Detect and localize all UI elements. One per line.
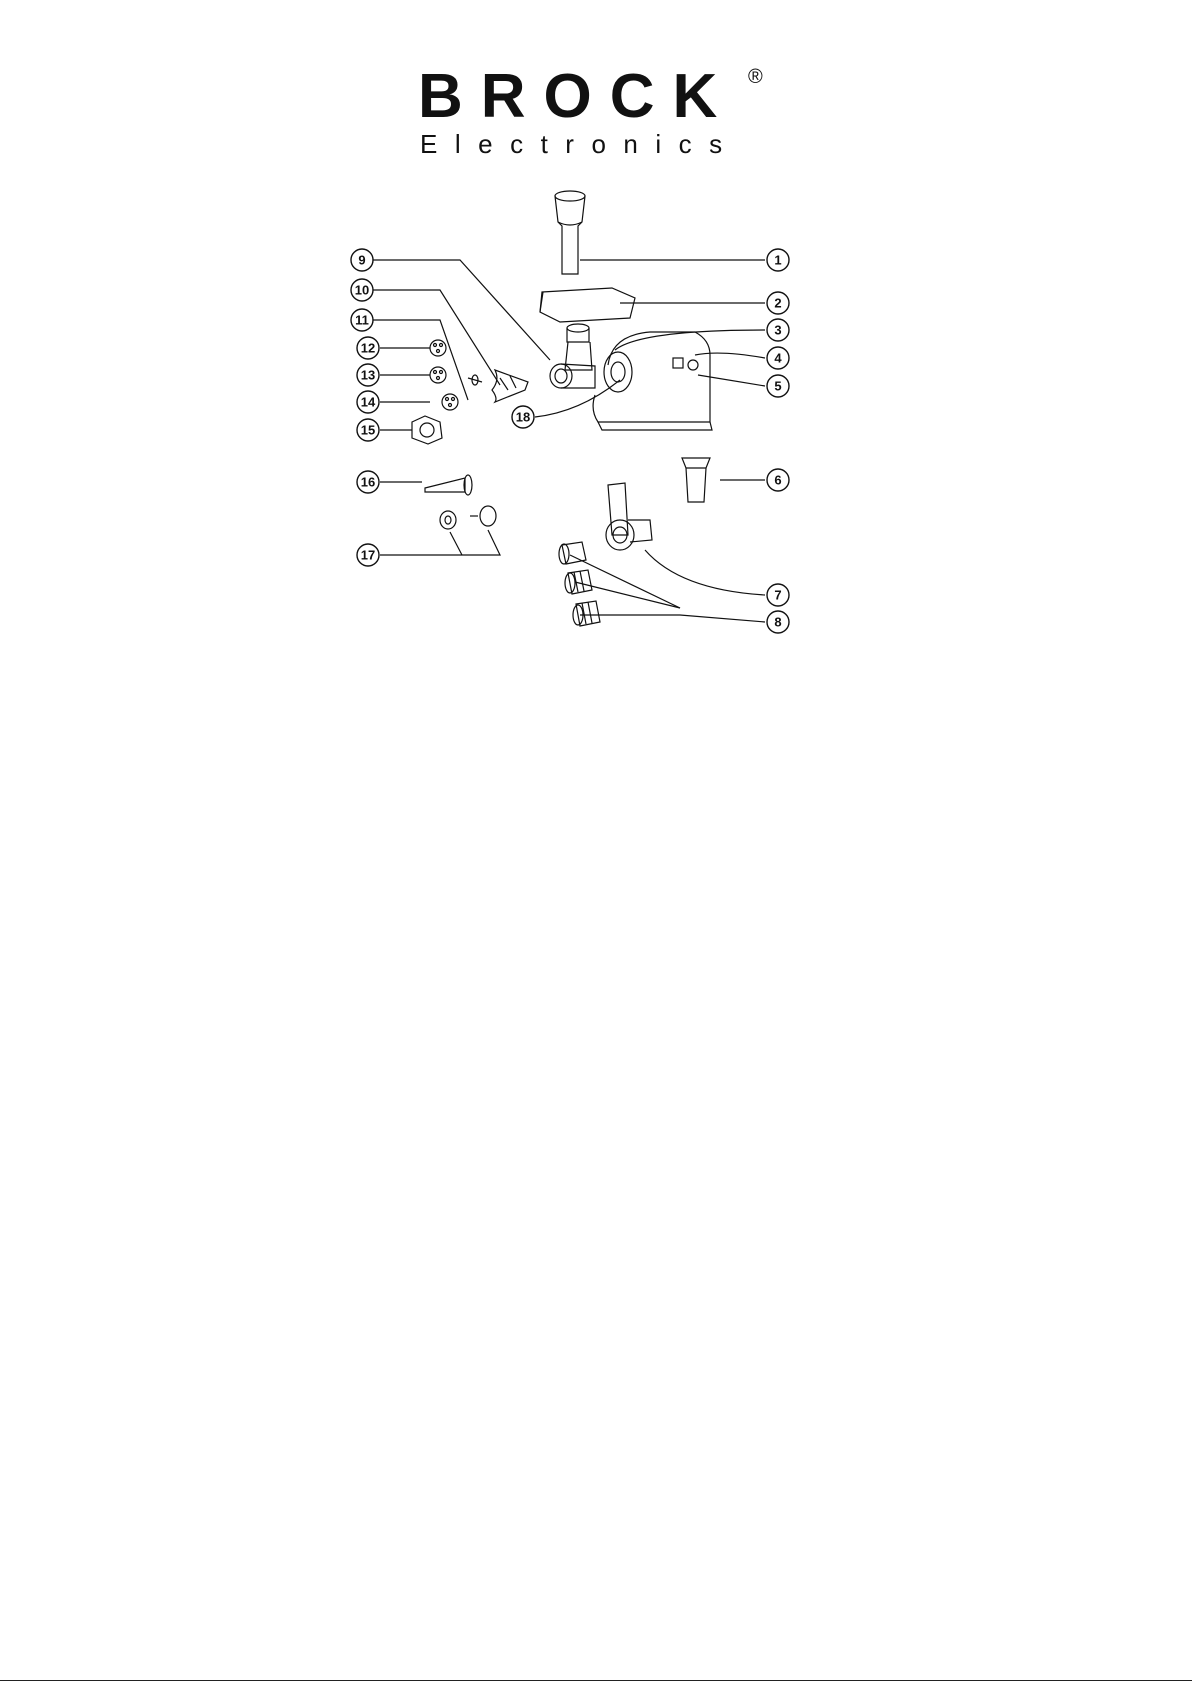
callout-label-11: 11 xyxy=(355,313,369,328)
callout-label-1: 1 xyxy=(774,253,781,268)
callout-label-10: 10 xyxy=(355,283,369,298)
callout-label-16: 16 xyxy=(361,475,375,490)
parts-diagram: 1 2 3 4 5 6 7 8 9 10 11 12 13 14 15 16 1… xyxy=(350,190,880,680)
callout-label-3: 3 xyxy=(774,323,781,338)
callout-label-12: 12 xyxy=(361,341,375,356)
slicing-drums-drawing xyxy=(559,542,600,626)
kebbe-attachment-drawing xyxy=(440,506,496,529)
locking-ring-drawing xyxy=(412,416,442,444)
callout-label-4: 4 xyxy=(774,351,782,366)
callout-label-8: 8 xyxy=(774,615,781,630)
leader-11 xyxy=(370,320,468,400)
page-bottom-rule xyxy=(0,1680,1192,1681)
callout-label-7: 7 xyxy=(774,588,781,603)
callout-label-6: 6 xyxy=(774,473,781,488)
tray-drawing xyxy=(540,288,635,322)
motor-body-drawing xyxy=(593,332,712,430)
leader-3 xyxy=(615,330,765,350)
logo-subtitle: Electronics xyxy=(420,130,740,158)
sausage-tube-drawing xyxy=(425,475,472,495)
slicer-pusher-drawing xyxy=(682,458,710,502)
leader-5 xyxy=(698,375,765,386)
callout-label-17: 17 xyxy=(361,548,375,563)
callout-label-14: 14 xyxy=(361,395,376,410)
leader-17 xyxy=(380,530,500,555)
leader-8a xyxy=(570,555,680,608)
callout-label-2: 2 xyxy=(774,296,781,311)
callout-label-18: 18 xyxy=(516,410,530,425)
slicer-head-drawing xyxy=(606,483,652,550)
logo-brand: BROCK xyxy=(418,66,735,128)
leader-8c xyxy=(580,615,765,622)
callout-label-15: 15 xyxy=(361,423,375,438)
cutting-plates-drawing xyxy=(430,340,458,410)
leader-9 xyxy=(370,260,550,360)
callout-label-5: 5 xyxy=(774,379,781,394)
leader-4 xyxy=(695,353,765,358)
callout-label-9: 9 xyxy=(358,253,365,268)
grinder-head-drawing xyxy=(550,324,595,388)
pusher-drawing xyxy=(555,191,585,274)
callout-label-13: 13 xyxy=(361,368,375,383)
auger-drawing xyxy=(468,370,528,402)
brock-logo: BROCK ® Electronics xyxy=(418,66,778,158)
logo-registered-mark: ® xyxy=(748,66,763,89)
leader-7 xyxy=(645,550,765,595)
